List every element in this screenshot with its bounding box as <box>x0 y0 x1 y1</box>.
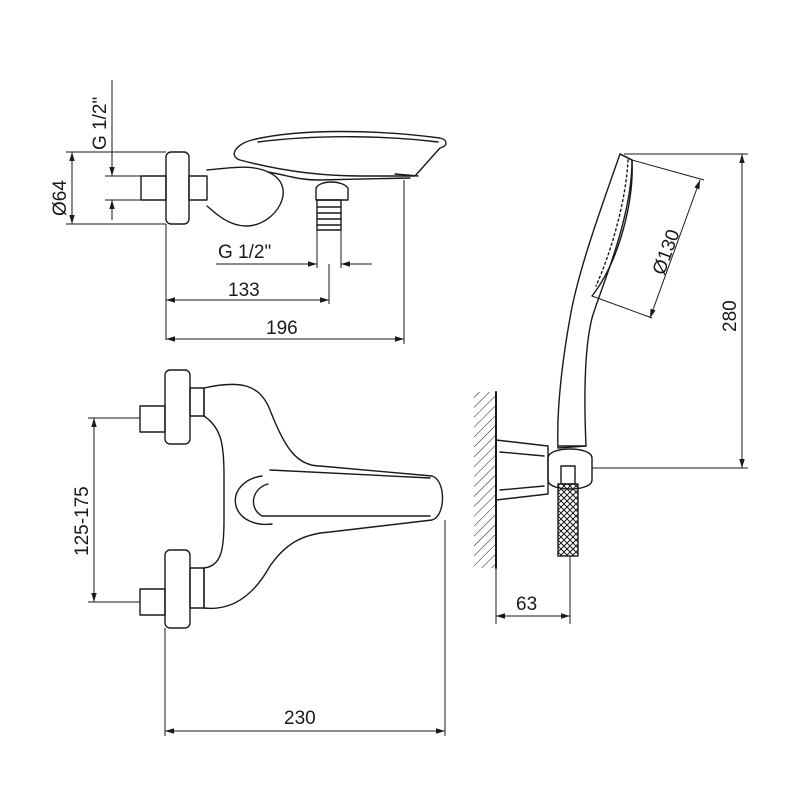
label-g-half-vertical: G 1/2" <box>90 97 111 150</box>
side-diverter <box>315 181 349 201</box>
plan-connector-bottom <box>139 588 166 616</box>
side-lever <box>233 130 447 177</box>
dim-63: 63 <box>495 556 571 624</box>
dim-diameter-130: Ø130 <box>591 159 705 319</box>
label-230: 230 <box>284 708 316 729</box>
shower-head-face <box>591 153 633 297</box>
plan-lever-outer <box>234 475 273 526</box>
side-view <box>140 130 447 231</box>
label-125-175: 125-175 <box>72 486 93 556</box>
label-diameter-64: Ø64 <box>50 180 71 216</box>
plan-view <box>139 369 444 629</box>
shower-hose <box>557 483 579 557</box>
side-thread-lines <box>316 206 342 226</box>
holder-bracket <box>495 439 549 501</box>
side-flange <box>165 151 190 225</box>
dim-g-half-horizontal: G 1/2" <box>216 230 372 268</box>
plan-flange-top <box>164 369 191 445</box>
dim-g-half-vertical: G 1/2" <box>90 80 141 220</box>
plan-lever-inner <box>252 483 431 517</box>
holder-bracket-inner <box>499 451 545 491</box>
label-280: 280 <box>720 300 741 332</box>
side-body <box>206 166 284 227</box>
plan-connector-top <box>139 405 166 433</box>
label-133: 133 <box>228 280 260 301</box>
dim-125-175: 125-175 <box>72 417 140 603</box>
label-g-half-horizontal: G 1/2" <box>218 242 271 263</box>
plan-body <box>203 383 444 609</box>
dim-diameter-64: Ø64 <box>50 151 166 225</box>
side-connector <box>140 175 167 201</box>
shower-nozzles <box>595 159 629 287</box>
dim-196: 196 <box>166 180 405 344</box>
side-spout-lower <box>267 171 411 181</box>
side-outlet-thread <box>316 199 342 231</box>
plan-neck-top <box>189 387 205 417</box>
label-63: 63 <box>516 594 537 615</box>
label-196: 196 <box>266 318 298 339</box>
side-lever-top <box>257 136 439 143</box>
hose-connector <box>560 465 576 485</box>
label-diameter-130: Ø130 <box>649 227 685 278</box>
wall-hatch <box>474 392 496 568</box>
side-outlet-edge <box>394 173 419 177</box>
hand-shower-view <box>474 153 633 569</box>
plan-neck-bottom <box>189 567 205 609</box>
plan-flange-bottom <box>164 549 191 629</box>
side-neck <box>188 175 208 201</box>
holder-ring <box>547 448 593 490</box>
plan-lever-top-edge <box>269 469 431 479</box>
dim-230: 230 <box>164 520 446 736</box>
dim-280: 280 <box>592 153 748 469</box>
shower-handle <box>557 153 633 449</box>
dim-133: 133 <box>165 224 330 340</box>
